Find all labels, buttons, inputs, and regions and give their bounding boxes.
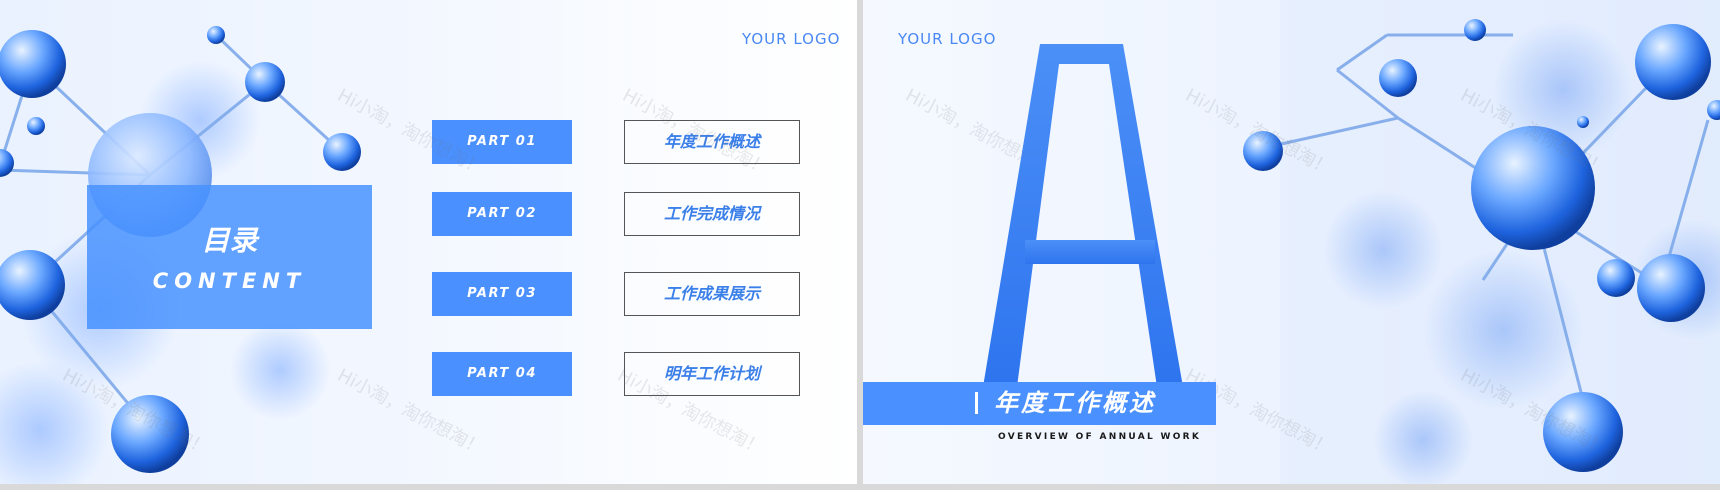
title-divider — [975, 392, 978, 414]
section-title-bar: 年度工作概述 — [863, 382, 1216, 425]
toc-item[interactable]: PART 03 工作成果展示 — [432, 272, 800, 316]
part-title[interactable]: 年度工作概述 — [624, 120, 800, 164]
contents-heading-box: 目录 CONTENT — [87, 185, 372, 329]
part-tag[interactable]: PART 01 — [432, 120, 572, 164]
toc-item[interactable]: PART 02 工作完成情况 — [432, 192, 800, 236]
part-title[interactable]: 工作成果展示 — [624, 272, 800, 316]
contents-title: 目录 — [201, 224, 258, 257]
watermark: Hi小淘，淘你想淘！ — [58, 364, 213, 460]
section-subtitle: OVERVIEW OF ANNUAL WORK — [998, 432, 1202, 442]
watermark: Hi小淘，淘你想淘！ — [1456, 84, 1611, 180]
part-title[interactable]: 明年工作计划 — [624, 352, 800, 396]
contents-subtitle: CONTENT — [152, 269, 307, 293]
part-tag[interactable]: PART 02 — [432, 192, 572, 236]
watermark: Hi小淘，淘你想淘！ — [1181, 84, 1336, 180]
big-letter-a: A — [983, 44, 1183, 387]
part-title[interactable]: 工作完成情况 — [624, 192, 800, 236]
section-title: 年度工作概述 — [994, 389, 1156, 417]
logo-text: YOUR LOGO — [742, 30, 841, 48]
part-tag[interactable]: PART 04 — [432, 352, 572, 396]
part-tag[interactable]: PART 03 — [432, 272, 572, 316]
slide-contents[interactable]: YOUR LOGO 目录 CONTENT PART 01 年度工作概述 PART… — [0, 0, 857, 484]
logo-text: YOUR LOGO — [898, 30, 997, 48]
toc-item[interactable]: PART 04 明年工作计划 — [432, 352, 800, 396]
toc-item[interactable]: PART 01 年度工作概述 — [432, 120, 800, 164]
watermark: Hi小淘，淘你想淘！ — [1456, 364, 1611, 460]
